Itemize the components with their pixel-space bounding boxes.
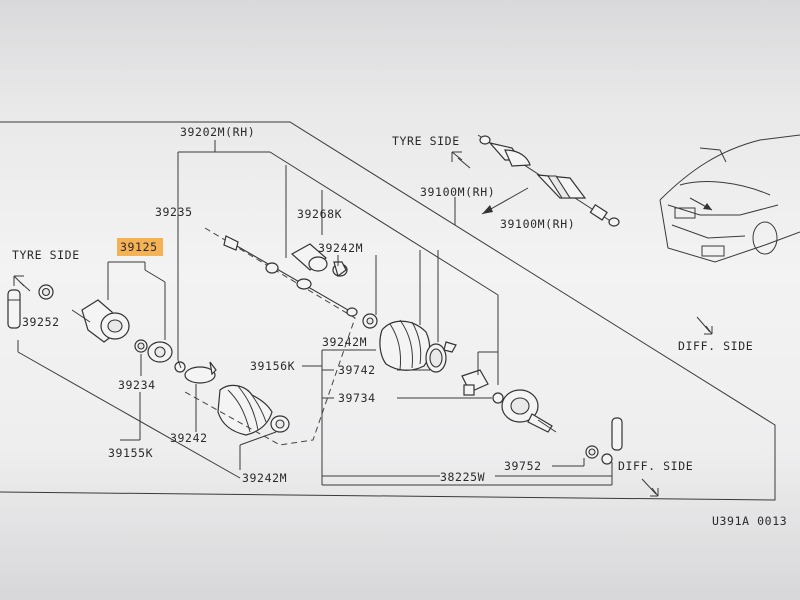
boot-illustration-left xyxy=(217,384,290,436)
label-tyre-side-left: TYRE SIDE xyxy=(12,248,80,262)
label-39242M-c: 39242M xyxy=(242,471,287,485)
tyre-side-arrow-left xyxy=(13,275,31,292)
figure-code: U391A 0013 xyxy=(712,514,787,528)
tyre-side-arrow-top xyxy=(451,151,471,169)
leader-lines xyxy=(17,140,613,486)
diff-side-arrow-right xyxy=(696,316,713,335)
label-39734: 39734 xyxy=(338,391,376,405)
label-39235: 39235 xyxy=(155,205,193,219)
label-39125: 39125 xyxy=(120,240,158,254)
label-39242: 39242 xyxy=(170,431,208,445)
part-39268K-illustration xyxy=(290,243,348,278)
diagram-frame xyxy=(0,121,776,501)
label-38225W: 38225W xyxy=(440,470,485,484)
label-39100M-lower: 39100M(RH) xyxy=(500,217,575,231)
assembled-driveshaft-illustration xyxy=(477,134,620,227)
part-39734-illustration xyxy=(461,369,489,396)
label-tyre-side-top: TYRE SIDE xyxy=(392,134,460,148)
label-39242M-b: 39242M xyxy=(322,335,367,349)
direction-arrow-diagonal xyxy=(481,187,529,215)
part-39125-illustration xyxy=(71,299,130,343)
label-diff-side-right: DIFF. SIDE xyxy=(678,339,753,353)
band-clip-illustration xyxy=(443,341,457,353)
label-39752: 39752 xyxy=(504,459,542,473)
part-39125-highlight xyxy=(117,238,163,256)
label-39156K: 39156K xyxy=(250,359,295,373)
part-39752-illustration xyxy=(585,417,623,465)
label-diff-side-bottom: DIFF. SIDE xyxy=(618,459,693,473)
label-39234: 39234 xyxy=(118,378,156,392)
outer-joint-illustration xyxy=(492,389,557,433)
car-location-illustration xyxy=(659,134,800,263)
shaft-illustration xyxy=(223,235,358,317)
part-39242M-right-illustration xyxy=(362,313,378,329)
part-39242-illustration xyxy=(184,361,217,384)
label-39100M-upper: 39100M(RH) xyxy=(420,185,495,199)
part-39234-illustration xyxy=(134,339,186,373)
label-39252: 39252 xyxy=(22,315,60,329)
label-39742: 39742 xyxy=(338,363,376,377)
label-39242M-a: 39242M xyxy=(318,241,363,255)
part-39252-illustration xyxy=(7,284,54,329)
label-39155K: 39155K xyxy=(108,446,153,460)
diff-side-arrow-bottom xyxy=(641,478,659,497)
kit-outline xyxy=(184,227,356,446)
label-39202M: 39202M(RH) xyxy=(180,125,255,139)
label-39268K: 39268K xyxy=(297,207,342,221)
boot-illustration-right xyxy=(379,319,447,373)
